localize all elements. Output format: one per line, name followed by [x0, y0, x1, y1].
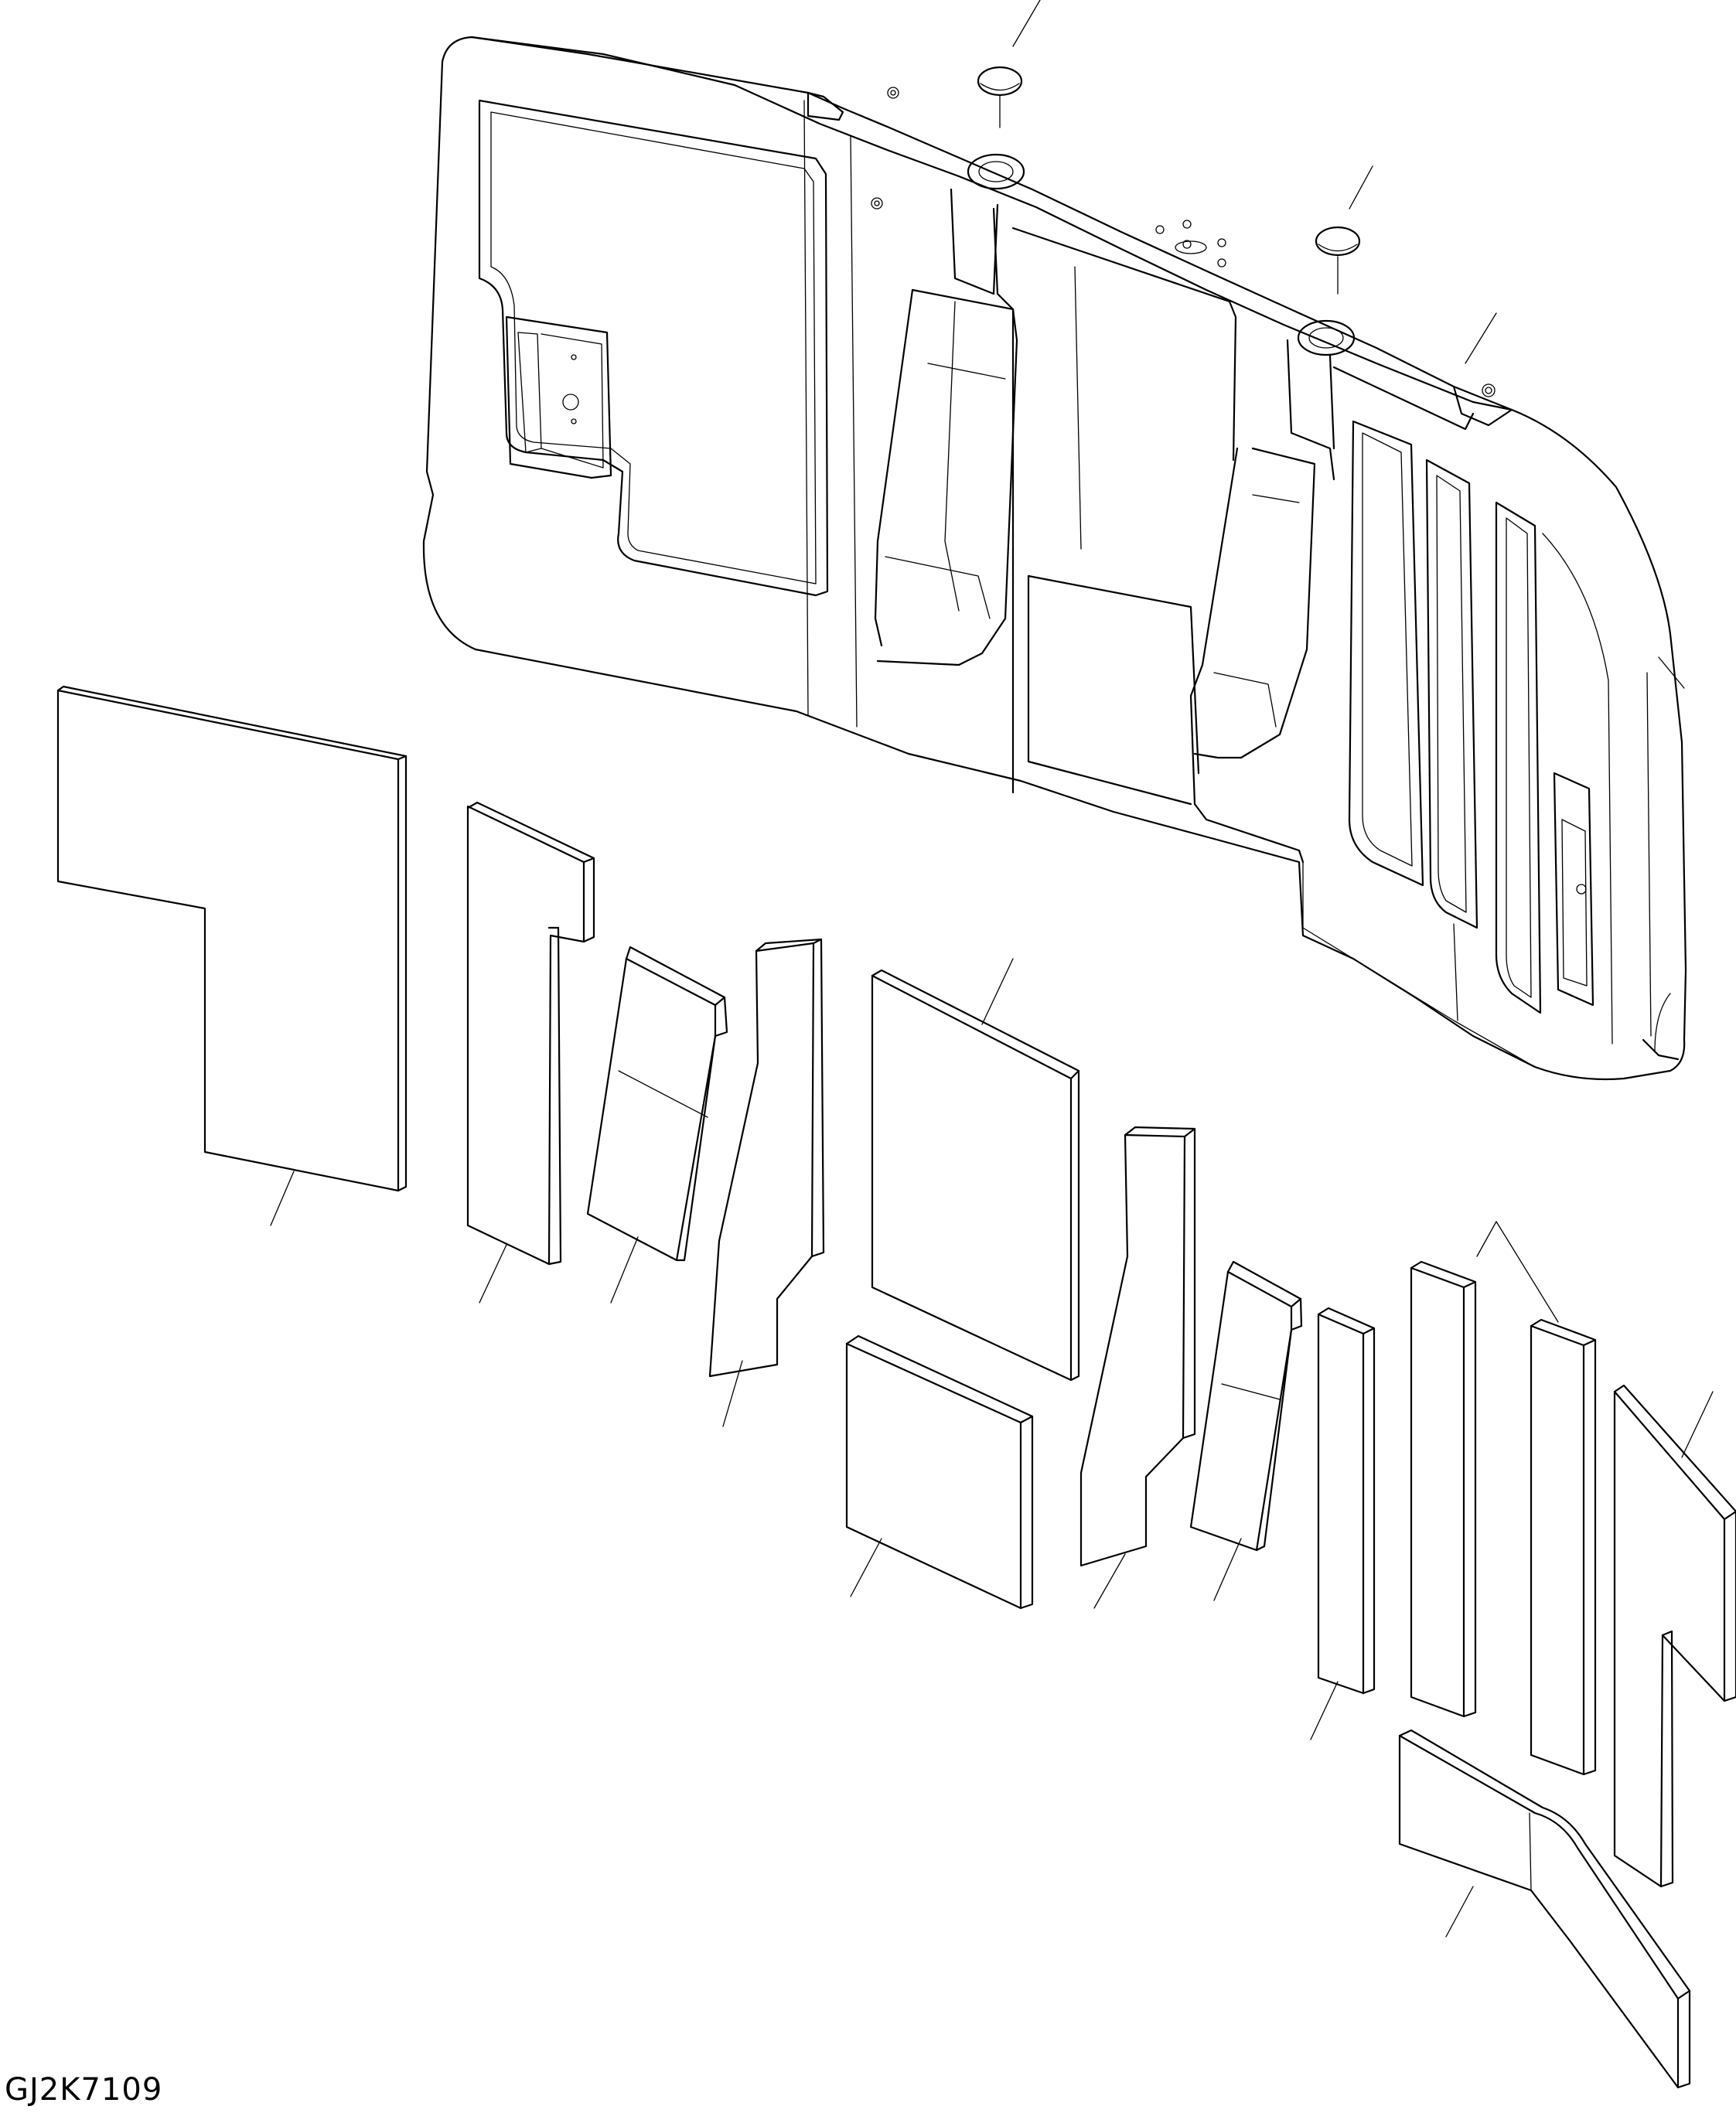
pad-curved-wedge-right	[1189, 1260, 1303, 1601]
pad-bottom-bent	[1398, 1729, 1691, 2089]
plug-upper	[977, 0, 1041, 128]
pad-strip-2	[1410, 1221, 1559, 1718]
pad-notched-right	[1613, 1384, 1736, 1888]
pad-lower-rectangle	[845, 1334, 1034, 1610]
pad-notched-tall	[466, 801, 595, 1304]
pad-angled-strip-left	[708, 938, 825, 1427]
pad-curved-wedge	[586, 946, 728, 1304]
pad-large-rectangle	[871, 958, 1080, 1382]
pad-strip-3	[1530, 1318, 1597, 1776]
drawing-code-label: GJ2K7109	[5, 2072, 163, 2108]
pad-thin-strip-1	[1310, 1307, 1376, 1740]
pad-large-l-shape	[56, 685, 408, 1226]
plug-lower	[1315, 165, 1373, 295]
pad-angled-strip-right	[1079, 1126, 1196, 1609]
counterweight-cover	[422, 36, 1687, 1081]
